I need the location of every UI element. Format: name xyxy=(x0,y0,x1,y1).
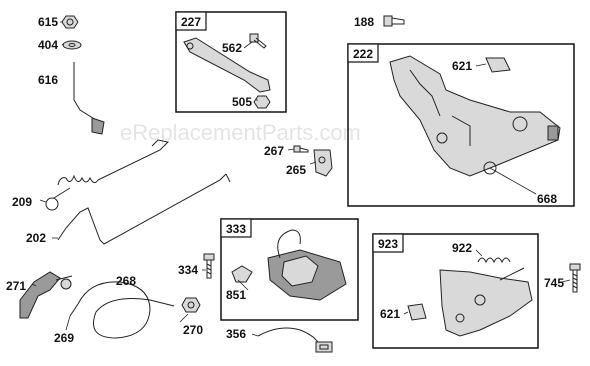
callout-334: 334 xyxy=(178,263,198,277)
kit-923-box[interactable]: 923 xyxy=(372,233,539,349)
part-333-ignition-armature xyxy=(267,229,347,301)
kit-227-label: 227 xyxy=(181,15,201,29)
part-271-control-bracket[interactable] xyxy=(19,271,73,319)
kit-923-label: 923 xyxy=(378,237,398,251)
callout-356: 356 xyxy=(226,327,246,341)
callout-188: 188 xyxy=(354,15,374,29)
part-922-spring[interactable] xyxy=(477,257,511,264)
part-616-lever[interactable] xyxy=(73,62,105,135)
callout-851: 851 xyxy=(226,288,246,302)
part-267-screw[interactable] xyxy=(293,145,309,153)
kit-333-label: 333 xyxy=(226,222,246,236)
part-202-governor-link[interactable] xyxy=(57,173,231,245)
callout-267: 267 xyxy=(264,144,284,158)
kit-227-box[interactable]: 227 xyxy=(175,11,287,113)
part-745-screw[interactable] xyxy=(569,263,581,293)
callout-562: 562 xyxy=(222,41,242,55)
callout-269: 269 xyxy=(54,331,74,345)
callout-505: 505 xyxy=(232,95,252,109)
part-222-control-bracket xyxy=(389,55,561,177)
kit-333-box[interactable]: 333 xyxy=(220,218,359,321)
part-268-control-cable[interactable] xyxy=(69,281,175,339)
callout-265: 265 xyxy=(286,163,306,177)
part-923-control-bracket xyxy=(439,267,533,337)
callout-745: 745 xyxy=(544,276,564,290)
part-562-screw[interactable] xyxy=(249,33,267,49)
kit-222-label: 222 xyxy=(353,47,373,61)
callout-271: 271 xyxy=(6,279,26,293)
callout-615: 615 xyxy=(38,15,58,29)
part-356-ground-wire[interactable] xyxy=(257,327,333,353)
part-334-screw[interactable] xyxy=(203,253,215,279)
part-188-bolt[interactable] xyxy=(383,15,405,27)
callout-616: 616 xyxy=(38,73,58,87)
part-265-fuel-bracket[interactable] xyxy=(313,149,333,177)
callout-270: 270 xyxy=(183,323,203,337)
callout-202: 202 xyxy=(26,231,46,245)
callout-922: 922 xyxy=(452,241,472,255)
part-615-nut[interactable] xyxy=(61,15,79,29)
part-505-nut[interactable] xyxy=(253,95,271,109)
part-209-governor-spring[interactable] xyxy=(45,139,170,211)
callout-209: 209 xyxy=(12,195,32,209)
callout-404: 404 xyxy=(38,38,58,52)
callout-668: 668 xyxy=(537,192,557,206)
part-227-throttle-lever xyxy=(183,37,271,93)
callout-268: 268 xyxy=(116,274,136,288)
callout-621-bottom: 621 xyxy=(380,307,400,321)
part-621-clip-b[interactable] xyxy=(407,303,427,321)
kit-222-box[interactable]: 222 xyxy=(347,43,575,207)
leader-lines xyxy=(31,21,571,337)
part-851-spark-plug-terminal[interactable] xyxy=(231,265,253,283)
part-404-washer[interactable] xyxy=(62,40,82,50)
part-621-clip[interactable] xyxy=(485,57,511,73)
callout-621-top: 621 xyxy=(452,59,472,73)
part-270-nut[interactable] xyxy=(181,297,201,313)
